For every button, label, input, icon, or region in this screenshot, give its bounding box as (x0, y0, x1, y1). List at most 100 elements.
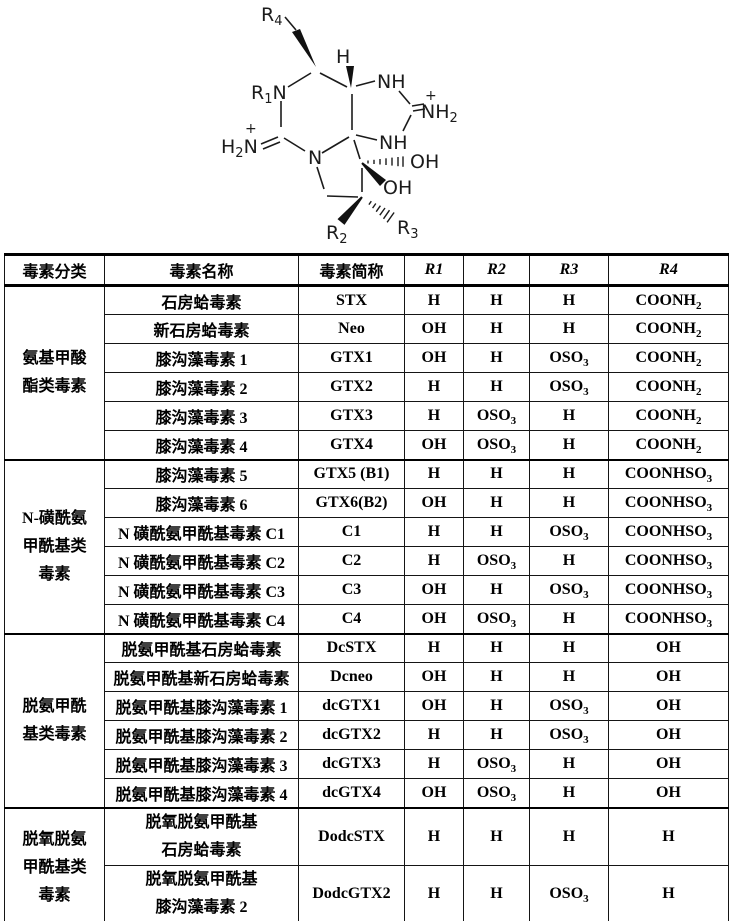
r3-cell: OSO3 (529, 720, 609, 750)
toxin-abbr-cell: DodcSTX (298, 806, 405, 866)
column-header: 毒素名称 (104, 253, 299, 287)
r3-cell: H (529, 401, 609, 431)
toxin-name-cell: N 磺酰氨甲酰基毒素 C4 (104, 604, 299, 634)
r3-cell: H (529, 458, 609, 489)
r1-cell: H (404, 458, 464, 489)
toxin-abbr-cell: C2 (298, 546, 405, 576)
r3-cell: OSO3 (529, 372, 609, 402)
category-cell: N-磺酰氨甲酰基类毒素 (4, 458, 105, 634)
toxin-name-cell: 脱氨甲酰基膝沟藻毒素 3 (104, 749, 299, 779)
r1-cell: OH (404, 662, 464, 692)
toxin-name-cell: 膝沟藻毒素 5 (104, 458, 299, 489)
h2n-label: H2N (221, 136, 258, 161)
r1-cell: H (404, 401, 464, 431)
toxin-abbr-cell: C1 (298, 517, 405, 547)
toxin-name-cell: N 磺酰氨甲酰基毒素 C2 (104, 546, 299, 576)
r2-cell: H (463, 314, 530, 344)
toxin-abbr-cell: dcGTX1 (298, 691, 405, 721)
oh-label-lower: OH (383, 177, 412, 199)
r4-cell: COONHSO3 (608, 488, 729, 518)
r1-cell: OH (404, 343, 464, 373)
r4-cell: COONHSO3 (608, 575, 729, 605)
toxin-name-cell: 脱氧脱氨甲酰基膝沟藻毒素 2 (104, 865, 299, 921)
r3-cell: H (529, 546, 609, 576)
r3-cell: H (529, 430, 609, 460)
r2-cell: H (463, 488, 530, 518)
r2-cell: H (463, 865, 530, 921)
toxin-name-cell: N 磺酰氨甲酰基毒素 C3 (104, 575, 299, 605)
r1n-label: R1N (251, 82, 287, 107)
r1-cell: H (404, 632, 464, 663)
r4-cell: OH (608, 691, 729, 721)
r4-cell: OH (608, 720, 729, 750)
r3-cell: H (529, 632, 609, 663)
r2-cell: OSO3 (463, 430, 530, 460)
r1-cell: OH (404, 314, 464, 344)
r4-cell: COONH2 (608, 284, 729, 315)
r3-cell: OSO3 (529, 343, 609, 373)
toxin-name-cell: 脱氨甲酰基新石房蛤毒素 (104, 662, 299, 692)
r4-cell: H (608, 806, 729, 866)
r1-cell: OH (404, 604, 464, 634)
toxin-name-cell: 脱氨甲酰基膝沟藻毒素 2 (104, 720, 299, 750)
toxin-abbr-cell: DodcGTX2 (298, 865, 405, 921)
toxin-abbr-cell: GTX2 (298, 372, 405, 402)
toxin-abbr-cell: dcGTX4 (298, 778, 405, 808)
toxin-name-cell: 脱氧脱氨甲酰基石房蛤毒素 (104, 806, 299, 866)
toxin-abbr-cell: GTX5 (B1) (298, 458, 405, 489)
r2-cell: H (463, 517, 530, 547)
r3-cell: H (529, 314, 609, 344)
r1-cell: H (404, 284, 464, 315)
r3-label: R3 (397, 217, 418, 242)
r1-cell: H (404, 546, 464, 576)
column-header: R4 (608, 253, 729, 287)
r2-cell: H (463, 720, 530, 750)
plus-left: + (245, 121, 257, 137)
nh2-label: NH2 (421, 101, 458, 126)
r4-cell: COONHSO3 (608, 604, 729, 634)
column-header: R1 (404, 253, 464, 287)
toxin-name-cell: 脱氨甲酰基膝沟藻毒素 4 (104, 778, 299, 808)
r4-cell: H (608, 865, 729, 921)
r3-cell: H (529, 806, 609, 866)
r2-label: R2 (326, 222, 347, 247)
r3-cell: H (529, 284, 609, 315)
column-header: 毒素简称 (298, 253, 405, 287)
r2-cell: H (463, 458, 530, 489)
column-header: R2 (463, 253, 530, 287)
r2-cell: OSO3 (463, 778, 530, 808)
h-label: H (336, 46, 350, 68)
toxin-name-cell: 脱氨甲酰基膝沟藻毒素 1 (104, 691, 299, 721)
r4-cell: OH (608, 632, 729, 663)
category-cell: 脱氧脱氨甲酰基类毒素 (4, 806, 105, 921)
r2-cell: H (463, 343, 530, 373)
r4-cell: COONH2 (608, 343, 729, 373)
toxin-name-cell: 膝沟藻毒素 2 (104, 372, 299, 402)
toxin-abbr-cell: STX (298, 284, 405, 315)
r2-cell: H (463, 284, 530, 315)
toxin-abbr-cell: C3 (298, 575, 405, 605)
plus-right: + (425, 88, 437, 104)
r2-cell: H (463, 575, 530, 605)
column-header: R3 (529, 253, 609, 287)
toxin-abbr-cell: GTX4 (298, 430, 405, 460)
r1-cell: H (404, 517, 464, 547)
toxin-abbr-cell: GTX6(B2) (298, 488, 405, 518)
toxin-abbr-cell: DcSTX (298, 632, 405, 663)
toxin-name-cell: 膝沟藻毒素 6 (104, 488, 299, 518)
r3-cell: H (529, 749, 609, 779)
